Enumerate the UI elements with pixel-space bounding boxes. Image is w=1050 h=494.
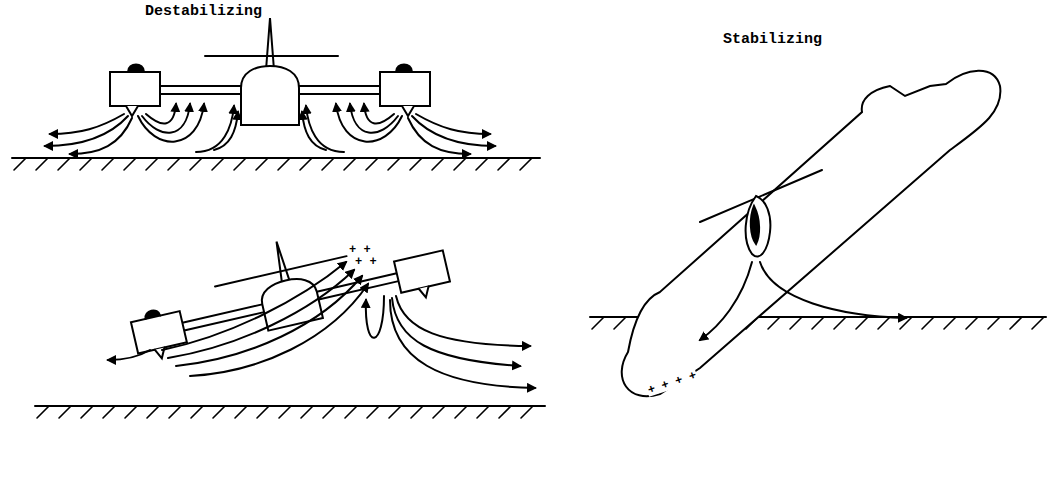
- ground-hatch: [124, 158, 136, 170]
- ground-hatch: [520, 158, 532, 170]
- ground-hatch: [235, 406, 247, 418]
- ground-hatch: [856, 317, 868, 329]
- ground-hatch: [477, 406, 489, 418]
- ground-hatch: [944, 317, 956, 329]
- ground-hatch: [476, 158, 488, 170]
- ground-hatch: [322, 158, 334, 170]
- ground-hatch: [389, 406, 401, 418]
- heading: Stabilizing: [723, 32, 822, 47]
- ground-hatch: [1010, 317, 1022, 329]
- ground-hatch: [58, 158, 70, 170]
- ground-hatch: [812, 317, 824, 329]
- heading: Destabilizing: [145, 4, 262, 19]
- ground-hatch: [345, 406, 357, 418]
- ground-hatch: [300, 158, 312, 170]
- ground-hatch: [614, 317, 626, 329]
- ground-hatch: [411, 406, 423, 418]
- ground-hatch: [168, 158, 180, 170]
- aircraft-pitched: [622, 71, 1001, 396]
- ground-hatch: [278, 158, 290, 170]
- ground-hatch: [36, 158, 48, 170]
- ground-hatch: [834, 317, 846, 329]
- ground-hatch: [323, 406, 335, 418]
- ground-hatch: [191, 406, 203, 418]
- ground-hatch: [366, 158, 378, 170]
- ground-hatch: [768, 317, 780, 329]
- ground-hatch: [790, 317, 802, 329]
- ground-hatch: [301, 406, 313, 418]
- ground-hatch: [344, 158, 356, 170]
- ground-hatch: [878, 317, 890, 329]
- ground-hatch: [37, 406, 49, 418]
- ground-hatch: [432, 158, 444, 170]
- ground-hatch: [433, 406, 445, 418]
- ground-hatch: [922, 317, 934, 329]
- ground-hatch: [498, 158, 510, 170]
- ground-hatch: [499, 406, 511, 418]
- ground-hatch: [147, 406, 159, 418]
- ground-hatch: [169, 406, 181, 418]
- ground-hatch: [103, 406, 115, 418]
- ground-hatch: [81, 406, 93, 418]
- ground-hatch: [212, 158, 224, 170]
- ground-hatch: [59, 406, 71, 418]
- ground-hatch: [454, 158, 466, 170]
- ground-hatch: [521, 406, 533, 418]
- ground-hatch: [455, 406, 467, 418]
- ground-hatch: [1032, 317, 1044, 329]
- ground-hatch: [257, 406, 269, 418]
- ground-hatch: [80, 158, 92, 170]
- ground-hatch: [966, 317, 978, 329]
- ground-hatch: [988, 317, 1000, 329]
- ground-hatch: [279, 406, 291, 418]
- ground-hatch: [388, 158, 400, 170]
- ground-hatch: [146, 158, 158, 170]
- ground-hatch: [125, 406, 137, 418]
- ground-hatch: [367, 406, 379, 418]
- ground-hatch: [190, 158, 202, 170]
- aircraft-level: [45, 18, 495, 154]
- pressure-mark: + +: [348, 244, 372, 256]
- ground-hatch: [256, 158, 268, 170]
- ground-hatch: [14, 158, 26, 170]
- pressure-mark: + +: [354, 256, 378, 268]
- ground-hatch: [213, 406, 225, 418]
- ground-hatch: [410, 158, 422, 170]
- aircraft-rolled: [108, 206, 535, 388]
- ground-hatch: [102, 158, 114, 170]
- ground-hatch: [592, 317, 604, 329]
- ground-hatch: [234, 158, 246, 170]
